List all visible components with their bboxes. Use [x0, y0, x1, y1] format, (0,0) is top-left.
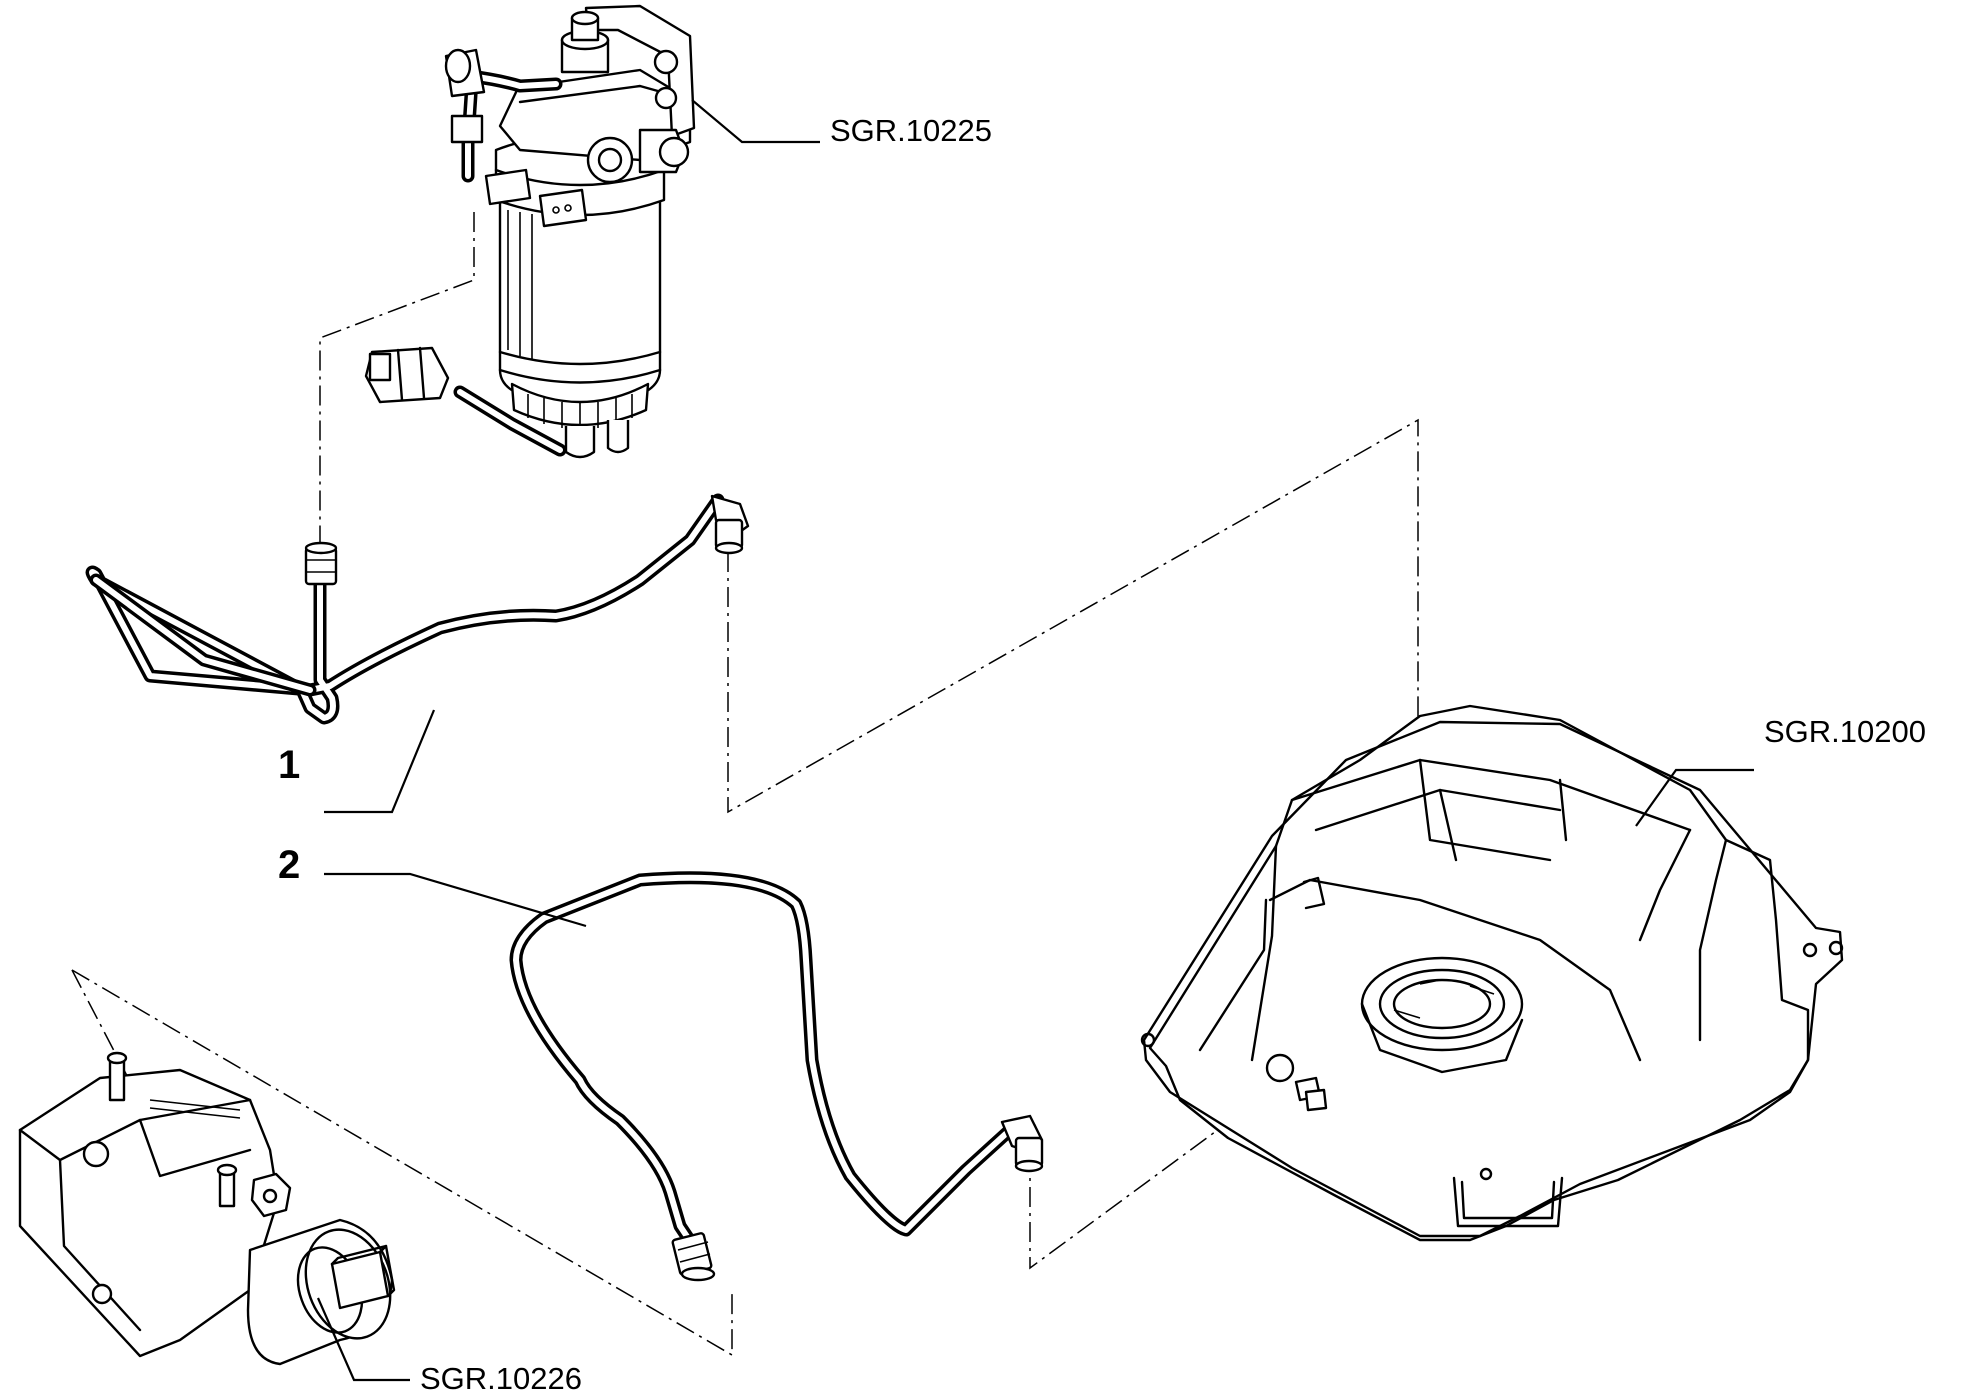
item-number-2: 2: [278, 843, 300, 887]
callout-sgr-10200: SGR.10200: [1764, 714, 1926, 749]
fuel-filter-assembly: [364, 4, 696, 459]
fuel-pipe-1: [85, 493, 750, 725]
injection-pump: [18, 1051, 396, 1366]
fuel-tank: [1140, 704, 1844, 1242]
callout-sgr-10226: SGR.10226: [420, 1361, 582, 1393]
leader-lines: [316, 99, 1754, 1382]
callout-sgr-10225: SGR.10225: [830, 113, 992, 148]
item-number-1: 1: [278, 743, 300, 787]
fuel-pipe-2: [509, 871, 1044, 1282]
